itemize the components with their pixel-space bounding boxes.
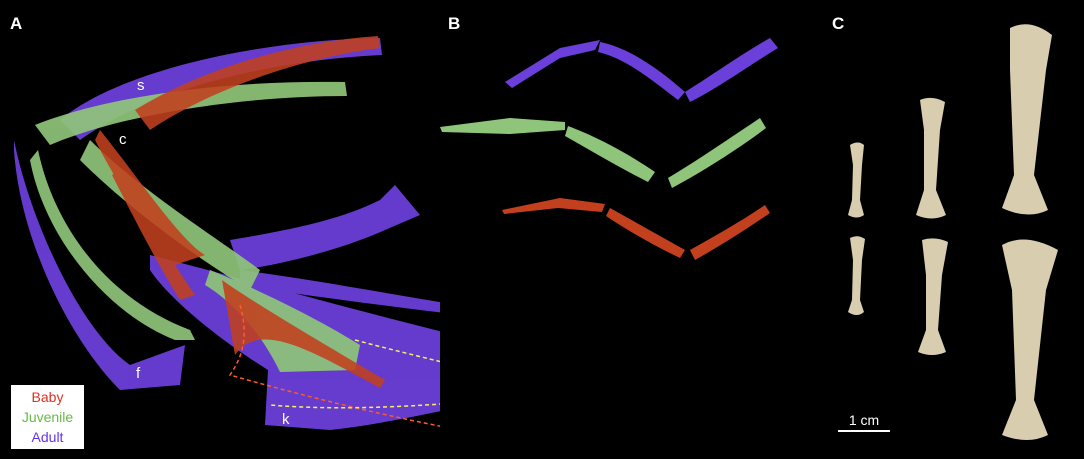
panel-letter-b: B: [448, 14, 461, 33]
adult-humerus-bottom: [1002, 239, 1058, 440]
juvenile-humerus-top: [916, 97, 946, 219]
scale-bar-label: 1 cm: [848, 412, 880, 428]
pectoral-girdle-overlay: [14, 36, 440, 430]
bone-label-furcula: f: [136, 365, 141, 382]
baby-skeleton: [95, 36, 385, 388]
baby-scapula: [135, 36, 380, 130]
adult-furcula: [14, 140, 185, 390]
baby-coracoid: [95, 130, 205, 265]
adult-humerus-top: [1002, 24, 1052, 215]
humerus-set: [848, 24, 1058, 440]
baby-wing: [502, 198, 770, 260]
adult-wing: [505, 38, 778, 102]
juvenile-scapula: [35, 81, 347, 145]
baby-humerus-bottom: [848, 236, 865, 315]
panel-c: C: [820, 0, 1084, 459]
panel-a: A s c f k Baby Juvenile Adult: [0, 0, 440, 459]
panel-letter-c: C: [832, 14, 845, 33]
legend-baby: Baby: [31, 389, 64, 405]
juvenile-humerus-bottom: [918, 238, 948, 355]
baby-sternum: [222, 280, 385, 388]
humerus-photos: [848, 24, 1058, 440]
adult-ribs: [240, 270, 440, 313]
bone-label-keel: k: [282, 411, 290, 428]
legend-juvenile: Juvenile: [21, 409, 74, 425]
wing-bone-series: [440, 38, 778, 260]
juvenile-wing: [440, 118, 766, 188]
baby-humerus-top: [848, 142, 864, 218]
bone-label-scapula: s: [137, 77, 145, 94]
age-legend: Baby Juvenile Adult: [11, 385, 84, 449]
baby-furcula: [112, 170, 195, 300]
juvenile-sternum-outline: [269, 339, 440, 409]
scale-bar: [838, 430, 890, 432]
baby-sternum-outline: [228, 304, 440, 427]
legend-adult: Adult: [31, 429, 64, 445]
adult-wing-bones: [230, 185, 420, 270]
panel-b: B: [440, 0, 820, 459]
bone-label-coracoid: c: [119, 131, 127, 148]
panel-letter-a: A: [10, 14, 23, 33]
